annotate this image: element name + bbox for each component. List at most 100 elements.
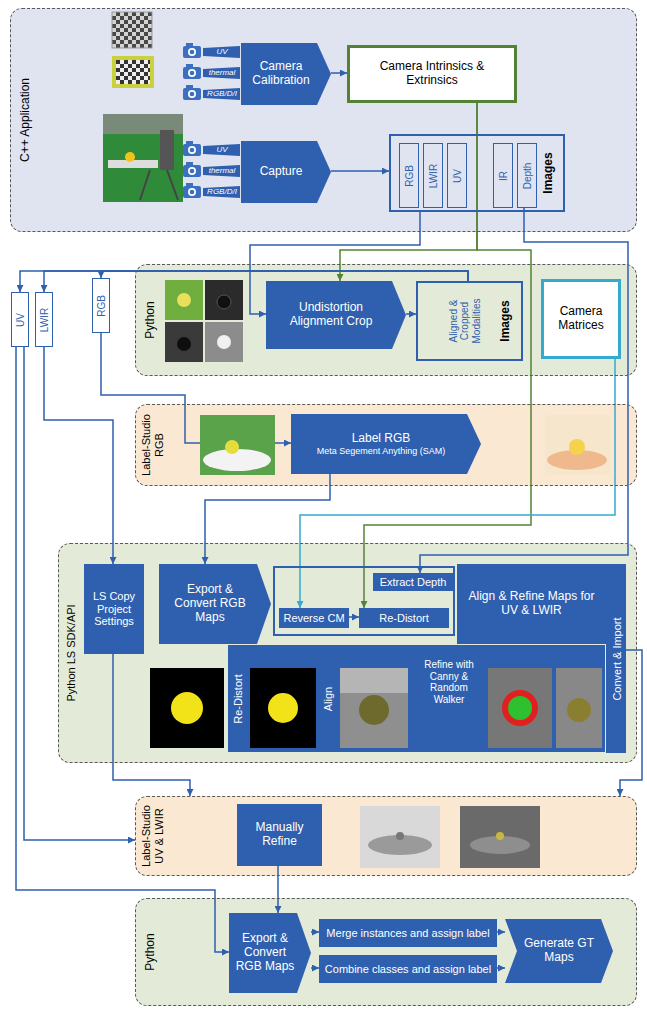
connector <box>311 967 319 969</box>
connector <box>311 931 319 933</box>
modality-thumbnail <box>165 280 243 362</box>
node-text: Refine with Canny & Random Walker <box>414 659 484 705</box>
vertical-text-holder: Align <box>319 651 337 747</box>
panel-fill <box>10 8 637 1006</box>
calibration-board <box>112 12 152 48</box>
node-text: Re-Distort <box>232 674 245 724</box>
calibration-board <box>116 60 150 84</box>
node-text: Capture <box>260 165 303 179</box>
vertical-text-holder: UV <box>12 295 28 344</box>
camera-icon <box>188 48 196 56</box>
band-label: RGB/D/I <box>207 188 237 196</box>
rgb-photo <box>225 440 239 454</box>
connector <box>101 271 468 281</box>
mask-thumbnail <box>488 668 552 748</box>
process-box: Combine classes and assign label <box>319 955 497 983</box>
process-box: Align & Refine Maps for UV & LWIR <box>457 564 606 644</box>
modality-thumbnail <box>177 337 191 351</box>
process-box: Extract Depth <box>373 573 453 591</box>
node-text: Combine classes and assign label <box>325 963 491 976</box>
stage-panel: Python LS SDK/APILS Copy Project Setting… <box>58 543 637 763</box>
process-arrow-shape <box>159 564 271 644</box>
process-arrow: Undistortion Alignment Crop <box>266 281 406 349</box>
camera-icon <box>183 165 201 177</box>
segmented-photo <box>545 415 610 475</box>
mask-thumbnail <box>340 668 408 748</box>
text-holder: Align & Refine Maps for UV & LWIR <box>460 566 603 642</box>
lab-photo <box>167 170 178 200</box>
node-text: Python <box>144 933 158 970</box>
connector <box>205 474 330 564</box>
vertical-text-holder: Images <box>537 138 561 208</box>
refine-thumbnail <box>460 806 540 868</box>
text-holder: Camera Intrinsics & Extrinsics <box>353 50 511 98</box>
text-holder: Merge instances and assign label <box>322 921 494 945</box>
text-holder: Reverse CM <box>282 610 346 626</box>
vertical-text-holder: RGB <box>400 146 418 205</box>
node-text: UV <box>451 169 463 183</box>
camera-icon <box>190 190 195 195</box>
refine-band <box>228 645 605 752</box>
node-text: Aligned & Cropped Modalities <box>448 285 483 357</box>
process-arrow-shape <box>266 281 406 349</box>
vertical-text-holder: Aligned & Cropped Modalities <box>442 285 488 357</box>
node-text: Generate GT Maps <box>519 937 599 965</box>
data-box: Camera Intrinsics & Extrinsics <box>347 45 517 103</box>
modality-box: Depth <box>517 143 537 208</box>
node-text: Camera Intrinsics & Extrinsics <box>353 60 511 88</box>
modality-thumbnail <box>177 293 191 307</box>
process-arrow: Capture <box>241 141 331 203</box>
panel-fill <box>135 404 637 486</box>
node-text: Re-Distort <box>379 612 429 625</box>
text-holder: Combine classes and assign label <box>322 957 494 981</box>
mask-thumbnail <box>250 668 316 748</box>
data-box: Camera Matrices <box>541 279 621 359</box>
process-arrow: Camera Calibration <box>241 43 331 105</box>
text-holder: Generate GT Maps <box>519 921 599 981</box>
node-text: UV <box>14 313 26 327</box>
modality-thumbnail <box>205 280 243 320</box>
image-group: Aligned & Cropped ModalitiesImages <box>416 281 523 361</box>
process-box: Reverse CM <box>279 608 349 628</box>
camera-icon <box>183 46 201 58</box>
modality-thumbnail <box>217 295 231 309</box>
band-label: UV <box>216 146 227 154</box>
text-holder: Re-Distort <box>362 610 446 626</box>
vertical-text-holder: Convert & Import <box>606 566 626 751</box>
process-box: Merge instances and assign label <box>319 919 497 947</box>
process-group-outline <box>274 567 454 635</box>
vertical-text-holder: UV <box>448 146 466 205</box>
connector <box>277 866 279 913</box>
image-group: Images RGB LWIR UV IRDepth <box>389 134 565 212</box>
refine-thumbnail <box>396 832 404 840</box>
rgb-photo <box>203 449 271 471</box>
stage-panel: PythonUndistortion Alignment CropAligned… <box>135 264 637 376</box>
stage-panel: PythonExport & Convert RGB MapsMerge ins… <box>135 898 637 1006</box>
text-holder: Camera Calibration <box>247 45 315 103</box>
modality-box: LWIR <box>35 292 53 347</box>
process-arrow: Label RGBMeta Segement Anything (SAM) <box>291 414 481 474</box>
refine-thumbnail <box>360 806 440 868</box>
node-text: Align <box>322 687 335 711</box>
lab-photo <box>103 114 183 202</box>
text-holder: Camera Matrices <box>547 284 615 354</box>
vertical-text-holder: Python <box>139 267 163 373</box>
refine-thumbnail <box>496 832 504 840</box>
camera-icon <box>186 183 193 186</box>
camera-icon <box>186 162 193 165</box>
camera-icon <box>190 92 195 97</box>
panel-fill <box>135 898 637 1006</box>
process-box: Re-Distort <box>359 608 449 628</box>
mask-thumbnail <box>340 668 408 693</box>
segmented-photo <box>569 439 585 455</box>
camera-icon <box>186 85 193 88</box>
connector <box>16 347 229 952</box>
vertical-text-holder: IR <box>494 146 512 205</box>
modality-thumbnail <box>205 322 243 362</box>
vertical-text-holder: LWIR <box>424 146 442 205</box>
node-text: Python LS SDK/API <box>65 604 78 701</box>
vertical-text-holder: Python <box>139 901 163 1003</box>
connector <box>340 103 477 281</box>
